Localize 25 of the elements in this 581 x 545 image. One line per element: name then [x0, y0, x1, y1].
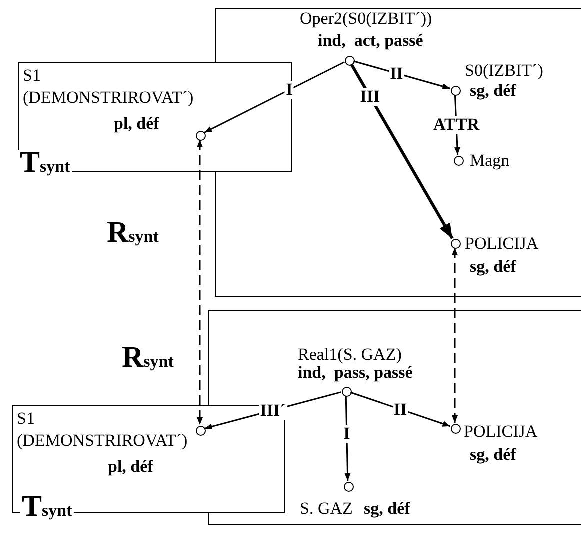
edge-label: I	[342, 424, 352, 443]
dependency-arrow	[350, 64, 454, 240]
grammeme-text: ind, pass, passé	[298, 364, 413, 382]
grammeme-text: pl, déf	[114, 113, 160, 135]
lexeme-label: S0(IZBIT´)	[465, 62, 544, 80]
correspondence-arrow	[197, 140, 203, 425]
dependency-arrow	[204, 62, 345, 134]
edge-label: I	[285, 81, 294, 99]
edge-label: ATTR	[432, 116, 480, 134]
dependency-arrow	[354, 60, 450, 90]
lexeme-label: Magn	[470, 152, 510, 170]
lexeme-name: S1 (DEMONSTRIROVAT´)	[17, 408, 189, 452]
edge-label: III	[359, 88, 382, 106]
grammeme-text: ind, act, passé	[318, 32, 424, 50]
lexeme-label: Real1(S. GAZ)	[298, 346, 402, 364]
grammeme-text: sg, déf	[364, 500, 410, 518]
correspondence-arrow	[452, 248, 458, 423]
dependency-arrow	[350, 392, 450, 428]
lexeme-label: Oper2(S0(IZBIT´))	[300, 10, 432, 28]
lexeme-name: S1 (DEMONSTRIROVAT´)	[23, 65, 195, 109]
grammeme-text: sg, déf	[470, 446, 516, 464]
grammeme-text: pl, déf	[108, 456, 154, 478]
grammeme-text: sg, déf	[470, 258, 516, 276]
edge-label: III´	[259, 402, 287, 420]
grammeme-text: sg, déf	[470, 82, 516, 100]
